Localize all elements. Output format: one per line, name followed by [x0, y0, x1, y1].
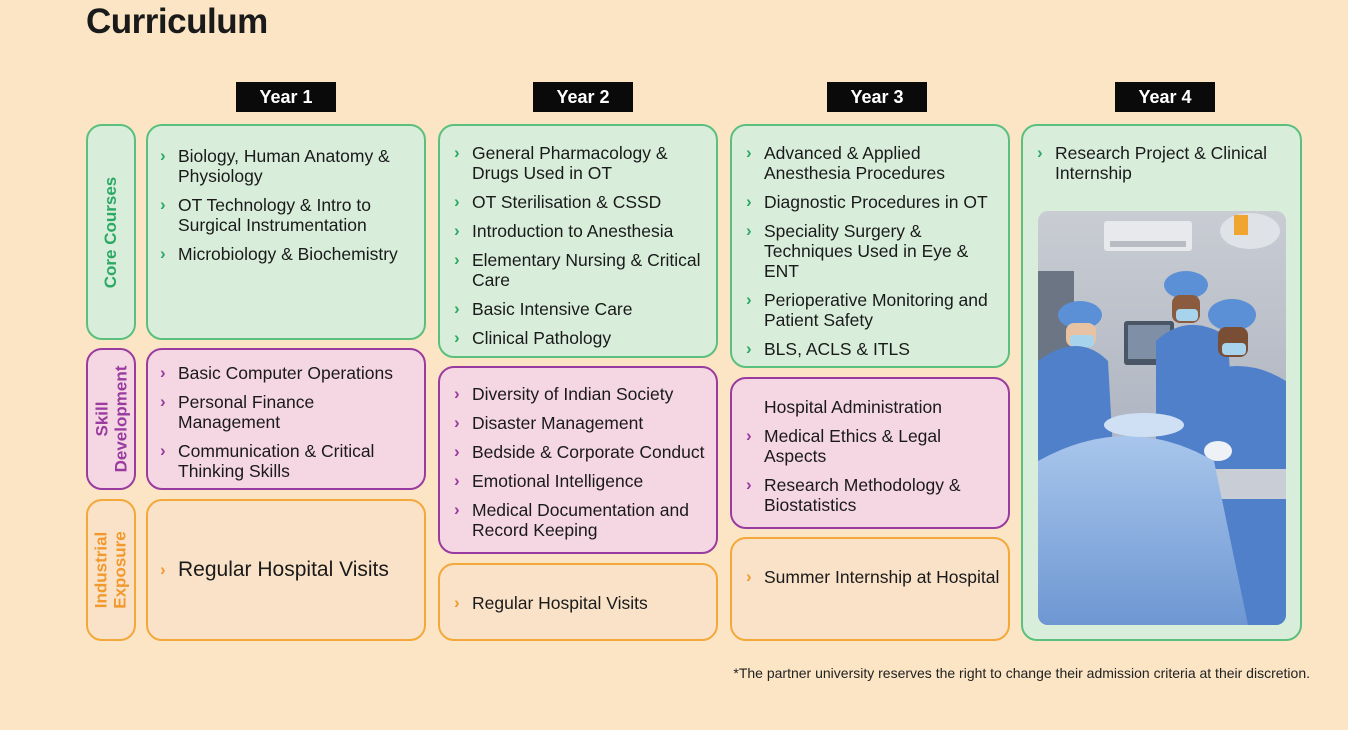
list-item: ›Microbiology & Biochemistry	[160, 244, 398, 264]
chevron-right-icon: ›	[160, 392, 166, 411]
list-item: ›Perioperative Monitoring and Patient Sa…	[746, 290, 988, 330]
list-item: ›Diagnostic Procedures in OT	[746, 192, 988, 212]
core-courses-text: Core Courses	[101, 176, 121, 288]
list-item: ›Research Project & Clinical Internship	[1037, 143, 1268, 183]
year-2-header: Year 2	[533, 82, 633, 112]
chevron-right-icon: ›	[746, 339, 752, 358]
chevron-right-icon: ›	[746, 475, 752, 494]
page-title: Curriculum	[86, 2, 268, 41]
list-item: ›Introduction to Anesthesia	[454, 221, 674, 241]
year2-industrial-box: ›Regular Hospital Visits	[438, 563, 718, 641]
chevron-right-icon: ›	[746, 192, 752, 211]
year3-core-box: ›Advanced & Applied Anesthesia Procedure…	[730, 124, 1010, 368]
list-item: ›Speciality Surgery & Techniques Used in…	[746, 221, 969, 281]
year3-industrial-box: ›Summer Internship at Hospital	[730, 537, 1010, 641]
list-item: ›Regular Hospital Visits	[160, 558, 389, 581]
year2-skill-box: ›Diversity of Indian Society ›Disaster M…	[438, 366, 718, 554]
surgery-photo-illustration	[1038, 211, 1286, 625]
chevron-right-icon: ›	[746, 221, 752, 240]
chevron-right-icon: ›	[454, 384, 460, 403]
chevron-right-icon: ›	[160, 363, 166, 382]
chevron-right-icon: ›	[454, 328, 460, 347]
year-1-header: Year 1	[236, 82, 336, 112]
list-item: ›Basic Intensive Care	[454, 299, 633, 319]
list-item: ›Research Methodology & Biostatistics	[746, 475, 961, 515]
chevron-right-icon: ›	[160, 441, 166, 460]
list-item: ›Medical Ethics & Legal Aspects	[746, 426, 942, 466]
chevron-right-icon: ›	[454, 221, 460, 240]
chevron-right-icon: ›	[454, 413, 460, 432]
list-item: ›Regular Hospital Visits	[454, 593, 648, 613]
year1-skill-box: ›Basic Computer Operations ›Personal Fin…	[146, 348, 426, 490]
year-4-header: Year 4	[1115, 82, 1215, 112]
chevron-right-icon: ›	[160, 560, 166, 579]
list-item: ›Clinical Pathology	[454, 328, 612, 348]
list-item: ›Personal Finance Management	[160, 392, 315, 432]
year2-core-box: ›General Pharmacology & Drugs Used in OT…	[438, 124, 718, 358]
list-item: ›OT Sterilisation & CSSD	[454, 192, 662, 212]
chevron-right-icon: ›	[454, 192, 460, 211]
chevron-right-icon: ›	[746, 426, 752, 445]
year1-core-box: ›Biology, Human Anatomy & Physiology ›OT…	[146, 124, 426, 340]
chevron-right-icon: ›	[454, 250, 460, 269]
list-item: ›Basic Computer Operations	[160, 363, 393, 383]
year1-industrial-box: ›Regular Hospital Visits	[146, 499, 426, 641]
chevron-right-icon: ›	[160, 146, 166, 165]
year-3-header: Year 3	[827, 82, 927, 112]
chevron-right-icon: ›	[454, 442, 460, 461]
chevron-right-icon: ›	[160, 195, 166, 214]
list-item: ›Bedside & Corporate Conduct	[454, 442, 705, 462]
list-item: ›General Pharmacology & Drugs Used in OT	[454, 143, 668, 183]
chevron-right-icon: ›	[454, 471, 460, 490]
surgery-photo	[1038, 211, 1286, 625]
chevron-right-icon: ›	[454, 593, 460, 612]
list-item: ›Communication & Critical Thinking Skill…	[160, 441, 375, 481]
chevron-right-icon: ›	[746, 567, 752, 586]
chevron-right-icon: ›	[1037, 143, 1043, 162]
core-courses-label: Core Courses	[86, 124, 136, 340]
chevron-right-icon: ›	[746, 143, 752, 162]
list-item: ›Diversity of Indian Society	[454, 384, 674, 404]
chevron-right-icon: ›	[454, 500, 460, 519]
list-item: Hospital Administration	[764, 397, 942, 417]
list-item: ›Advanced & Applied Anesthesia Procedure…	[746, 143, 945, 183]
chevron-right-icon: ›	[454, 143, 460, 162]
chevron-right-icon: ›	[454, 299, 460, 318]
list-item: ›Disaster Management	[454, 413, 644, 433]
footnote: *The partner university reserves the rig…	[733, 665, 1310, 681]
list-item: ›OT Technology & Intro to Surgical Instr…	[160, 195, 371, 235]
year3-skill-box: Hospital Administration ›Medical Ethics …	[730, 377, 1010, 529]
list-item: ›BLS, ACLS & ITLS	[746, 339, 910, 359]
chevron-right-icon: ›	[160, 244, 166, 263]
list-item: ›Medical Documentation and Record Keepin…	[454, 500, 689, 540]
list-item: ›Emotional Intelligence	[454, 471, 644, 491]
list-item: ›Summer Internship at Hospital	[746, 567, 1000, 587]
chevron-right-icon: ›	[746, 290, 752, 309]
list-item: ›Biology, Human Anatomy & Physiology	[160, 146, 390, 186]
list-item: ›Elementary Nursing & Critical Care	[454, 250, 701, 290]
